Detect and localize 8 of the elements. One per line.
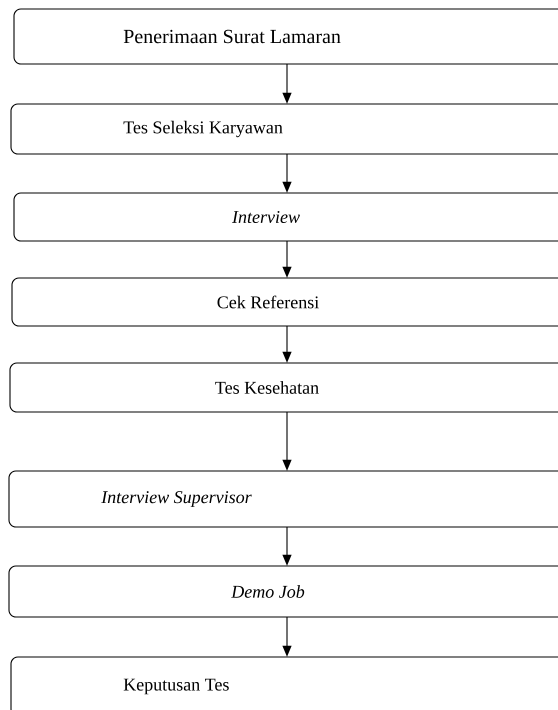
process-box: Penerimaan Surat Lamaran — [13, 8, 558, 65]
process-box: Interview — [13, 192, 558, 242]
process-box: Demo Job — [8, 565, 558, 618]
process-box: Tes Kesehatan — [9, 362, 558, 413]
process-box: Cek Referensi — [11, 277, 558, 327]
process-box: Keputusan Tes — [10, 656, 558, 710]
process-box: Interview Supervisor — [8, 470, 558, 528]
process-box: Tes Seleksi Karyawan — [10, 103, 558, 155]
